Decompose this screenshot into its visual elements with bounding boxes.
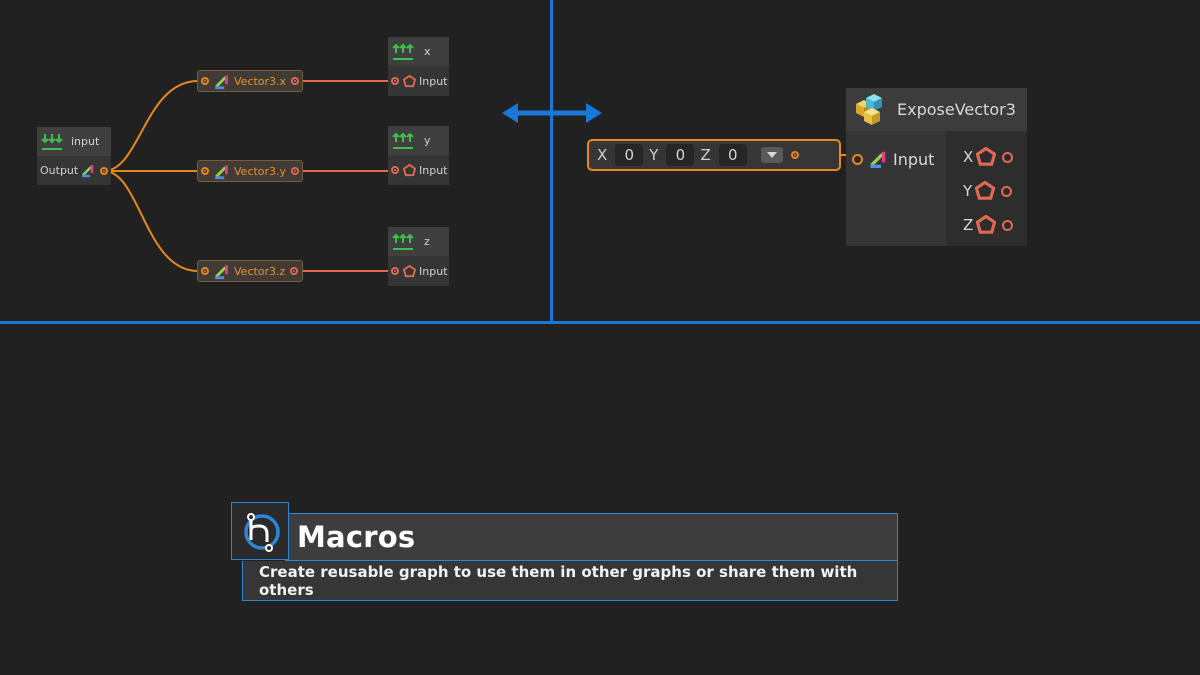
expose-output-y-label: Y bbox=[963, 182, 973, 200]
expose-output-z-port[interactable] bbox=[1002, 219, 1014, 231]
vector-z-label: Z bbox=[700, 146, 711, 164]
vector-x-label: X bbox=[597, 146, 608, 164]
member-node-x[interactable]: Vector3.x bbox=[197, 70, 303, 92]
output-node-y-header[interactable]: y bbox=[388, 126, 449, 155]
pentagon-icon bbox=[975, 181, 996, 201]
chevron-down-icon bbox=[766, 152, 777, 158]
expose-input-port[interactable] bbox=[852, 153, 863, 165]
output-node-y[interactable]: y Input bbox=[388, 126, 449, 185]
expose-input-row: Input bbox=[852, 149, 934, 169]
expose-node-header[interactable]: ExposeVector3 bbox=[846, 88, 1027, 131]
input-node-header[interactable]: input bbox=[37, 127, 111, 156]
vector-dropdown-button[interactable] bbox=[760, 147, 783, 163]
input-node-title: input bbox=[71, 135, 100, 148]
output-z-input-label: Input bbox=[419, 264, 448, 278]
vector-y-input[interactable]: 0 bbox=[666, 144, 695, 166]
expose-output-x-label: X bbox=[963, 148, 974, 166]
vector-y-label: Y bbox=[649, 146, 659, 164]
pentagon-icon bbox=[976, 215, 997, 235]
member-z-in-port[interactable] bbox=[201, 267, 209, 275]
expose-output-row-x: X bbox=[963, 147, 1014, 167]
pentagon-icon bbox=[976, 147, 997, 167]
member-z-label: Vector3.z bbox=[234, 264, 286, 278]
output-y-in-port[interactable] bbox=[391, 166, 399, 174]
vector3-icon bbox=[869, 149, 889, 169]
output-node-x-header[interactable]: x bbox=[388, 37, 449, 66]
banner-subtitle: Create reusable graph to use them in oth… bbox=[259, 562, 858, 599]
banner-title: Macros bbox=[297, 520, 416, 554]
input-node-body: Output bbox=[37, 156, 111, 185]
member-node-y[interactable]: Vector3.y bbox=[197, 160, 303, 182]
expose-node-outputs: X Y Z bbox=[947, 131, 1027, 246]
vector3-icon bbox=[214, 263, 231, 280]
output-x-input-label: Input bbox=[419, 74, 448, 88]
expose-output-z-label: Z bbox=[963, 216, 974, 234]
output-node-y-title: y bbox=[424, 134, 431, 147]
vertical-divider bbox=[550, 0, 553, 323]
output-port[interactable] bbox=[100, 166, 109, 175]
wire-output-to-z bbox=[103, 170, 199, 272]
vector3-icon bbox=[214, 163, 231, 180]
banner-title-bar: Macros bbox=[285, 513, 898, 561]
graph-output-icon bbox=[392, 233, 414, 251]
member-y-in-port[interactable] bbox=[201, 167, 209, 175]
member-y-label: Vector3.y bbox=[234, 164, 287, 178]
output-node-x[interactable]: x Input bbox=[388, 37, 449, 96]
expose-output-y-port[interactable] bbox=[1001, 185, 1013, 197]
output-node-y-body: Input bbox=[388, 155, 449, 185]
horizontal-divider bbox=[0, 321, 1200, 324]
vector-z-input[interactable]: 0 bbox=[718, 144, 747, 166]
macro-icon bbox=[231, 502, 289, 560]
vector3-icon bbox=[214, 73, 231, 90]
expose-output-row-z: Z bbox=[963, 215, 1014, 235]
banner-subtitle-bar: Create reusable graph to use them in oth… bbox=[242, 561, 898, 601]
output-x-in-port[interactable] bbox=[391, 77, 399, 85]
expose-node-title: ExposeVector3 bbox=[897, 100, 1016, 119]
graph-output-icon bbox=[392, 132, 414, 150]
member-node-z[interactable]: Vector3.z bbox=[197, 260, 303, 282]
vector3-field[interactable]: X 0 Y 0 Z 0 bbox=[587, 139, 841, 171]
wire-output-to-x bbox=[103, 80, 199, 172]
expose-input-label: Input bbox=[893, 149, 935, 169]
pentagon-icon bbox=[403, 74, 416, 88]
expose-vector3-node[interactable]: ExposeVector3 Input X Y bbox=[846, 88, 1027, 246]
input-node[interactable]: input Output bbox=[37, 127, 111, 185]
expose-node-body: Input X Y Z bbox=[846, 131, 1027, 246]
vector-field-out-port[interactable] bbox=[790, 151, 799, 159]
pentagon-icon bbox=[403, 264, 416, 278]
cubes-icon bbox=[852, 93, 885, 126]
output-node-z-body: Input bbox=[388, 256, 449, 286]
member-y-out-port[interactable] bbox=[291, 167, 300, 175]
member-x-out-port[interactable] bbox=[291, 77, 300, 85]
output-node-x-title: x bbox=[424, 45, 431, 58]
vector3-icon bbox=[81, 163, 96, 178]
output-y-input-label: Input bbox=[419, 163, 448, 177]
output-node-z-title: z bbox=[424, 235, 430, 248]
member-x-label: Vector3.x bbox=[234, 74, 287, 88]
output-node-z-header[interactable]: z bbox=[388, 227, 449, 256]
double-arrow-icon bbox=[502, 103, 602, 123]
member-x-in-port[interactable] bbox=[201, 77, 209, 85]
graph-input-icon bbox=[41, 133, 63, 151]
member-z-out-port[interactable] bbox=[290, 267, 299, 275]
expose-node-inputs: Input bbox=[846, 131, 947, 246]
output-node-x-body: Input bbox=[388, 66, 449, 96]
output-port-label: Output bbox=[40, 164, 79, 177]
expose-output-row-y: Y bbox=[963, 181, 1013, 201]
vector-x-input[interactable]: 0 bbox=[615, 144, 644, 166]
expose-output-x-port[interactable] bbox=[1002, 151, 1014, 163]
pentagon-icon bbox=[403, 163, 416, 177]
output-node-z[interactable]: z Input bbox=[388, 227, 449, 286]
output-z-in-port[interactable] bbox=[391, 267, 399, 275]
graph-output-icon bbox=[392, 43, 414, 61]
